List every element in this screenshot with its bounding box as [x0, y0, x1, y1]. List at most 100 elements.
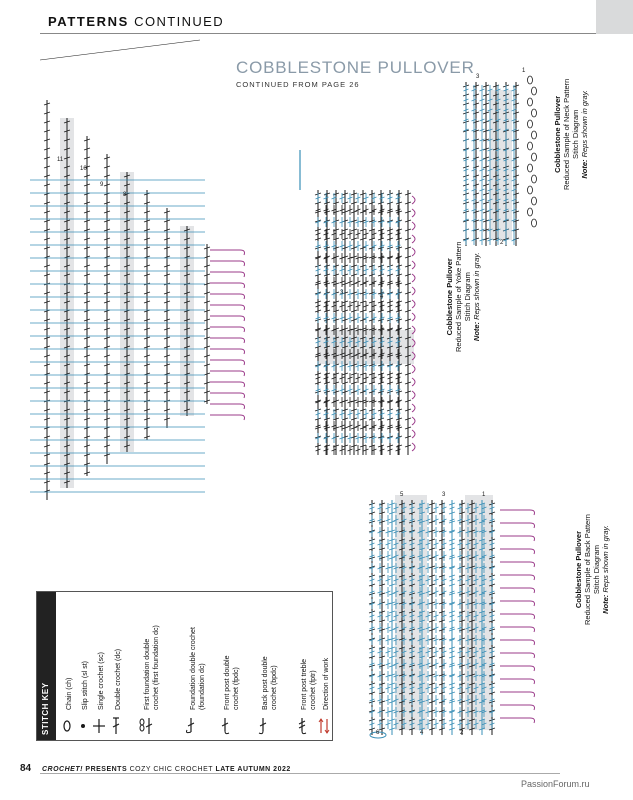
dc-crossbar: [473, 578, 479, 582]
dc-crossbar: [401, 650, 407, 654]
dc-crossbar: [457, 722, 463, 726]
dc-crossbar: [393, 506, 399, 510]
dc-crossbar: [393, 674, 399, 678]
dc-crossbar: [377, 381, 385, 385]
dc-crossbar: [355, 280, 361, 284]
dc-crossbar: [163, 237, 171, 241]
dc-crossbar: [350, 372, 358, 376]
dc-crossbar: [471, 238, 477, 242]
dc-crossbar: [323, 280, 329, 284]
dc-crossbar: [369, 710, 375, 714]
dc-crossbar: [379, 400, 385, 404]
chain-stitch: [527, 163, 533, 173]
dc-crossbar: [341, 201, 349, 205]
dc-crossbar: [489, 662, 495, 666]
dc-crossbar: [63, 129, 71, 133]
dc-crossbar: [487, 148, 493, 152]
dc-crossbar: [417, 662, 423, 666]
dc-crossbar: [401, 566, 407, 570]
dc-crossbar: [465, 566, 471, 570]
dc-crossbar: [63, 120, 71, 124]
section-label: PATTERNS: [48, 14, 129, 29]
dc-crossbar: [449, 590, 455, 594]
dc-crossbar: [482, 111, 490, 115]
dc-crossbar: [315, 436, 321, 440]
dc-crossbar: [339, 376, 345, 380]
dc-crossbar: [387, 328, 393, 332]
dc-crossbar: [377, 390, 385, 394]
dc-crossbar: [417, 638, 423, 642]
dc-crossbar: [482, 237, 490, 241]
dc-crossbar: [468, 718, 476, 722]
dc-crossbar: [369, 650, 375, 654]
dc-crossbar: [428, 646, 436, 650]
dc-crossbar: [43, 156, 51, 160]
dc-crossbar: [468, 637, 476, 641]
dc-crossbar: [393, 578, 399, 582]
dc-crossbar: [350, 363, 358, 367]
dc-crossbar: [350, 318, 358, 322]
dc-crossbar: [350, 228, 358, 232]
dc-crossbar: [401, 542, 407, 546]
dc-crossbar: [43, 318, 51, 322]
dc-crossbar: [339, 316, 345, 320]
dc-crossbar: [388, 592, 396, 596]
dc-crossbar: [393, 650, 399, 654]
dc-crossbar: [377, 228, 385, 232]
dc-crossbar: [339, 232, 345, 236]
chain-stitch: [531, 218, 537, 228]
dc-crossbar: [371, 388, 377, 392]
dc-crossbar: [315, 424, 321, 428]
dc-crossbar: [393, 686, 399, 690]
dc-crossbar: [323, 237, 331, 241]
dc-crossbar: [489, 578, 495, 582]
dc-crossbar: [449, 614, 455, 618]
dc-crossbar: [417, 590, 423, 594]
dc-crossbar: [315, 268, 321, 272]
dc-crossbar: [489, 590, 495, 594]
dc-crossbar: [388, 520, 396, 524]
dc-crossbar: [463, 188, 469, 192]
dc-crossbar: [83, 336, 91, 340]
dc-crossbar: [371, 244, 377, 248]
dc-crossbar: [323, 376, 329, 380]
dc-crossbar: [511, 198, 517, 202]
dc-crossbar: [465, 614, 471, 618]
dc-crossbar: [481, 710, 487, 714]
dc-crossbar: [468, 574, 476, 578]
row-number-label: 11: [57, 157, 64, 163]
dc-crossbar: [495, 128, 501, 132]
dc-crossbar: [379, 316, 385, 320]
dc-crossbar: [143, 201, 151, 205]
dc-crossbar: [495, 178, 501, 182]
page-number: 84: [20, 763, 32, 774]
dc-crossbar: [404, 219, 412, 223]
dc-crossbar: [393, 590, 399, 594]
dc-crossbar: [377, 674, 383, 678]
dc-crossbar: [163, 318, 171, 322]
dc-crossbar: [418, 511, 426, 515]
dc-crossbar: [350, 399, 358, 403]
dc-crossbar: [387, 412, 393, 416]
dc-crossbar: [377, 698, 383, 702]
dc-crossbar: [489, 566, 495, 570]
dc-crossbar: [482, 120, 490, 124]
dc-crossbar: [339, 436, 345, 440]
dc-crossbar: [428, 511, 436, 515]
dc-crossbar: [359, 282, 367, 286]
dc-crossbar: [377, 566, 383, 570]
dc-crossbar: [347, 280, 353, 284]
dc-crossbar: [331, 316, 337, 320]
dc-crossbar: [395, 309, 403, 313]
dc-crossbar: [331, 340, 337, 344]
dc-crossbar: [347, 448, 353, 452]
dc-crossbar: [511, 228, 517, 232]
dc-crossbar: [83, 462, 91, 466]
dc-crossbar: [339, 196, 345, 200]
dc-crossbar: [487, 118, 493, 122]
chain-arc: [210, 260, 245, 267]
dc-crossbar: [350, 336, 358, 340]
dc-crossbar: [468, 709, 476, 713]
dc-crossbar: [387, 436, 393, 440]
dc-crossbar: [468, 592, 476, 596]
